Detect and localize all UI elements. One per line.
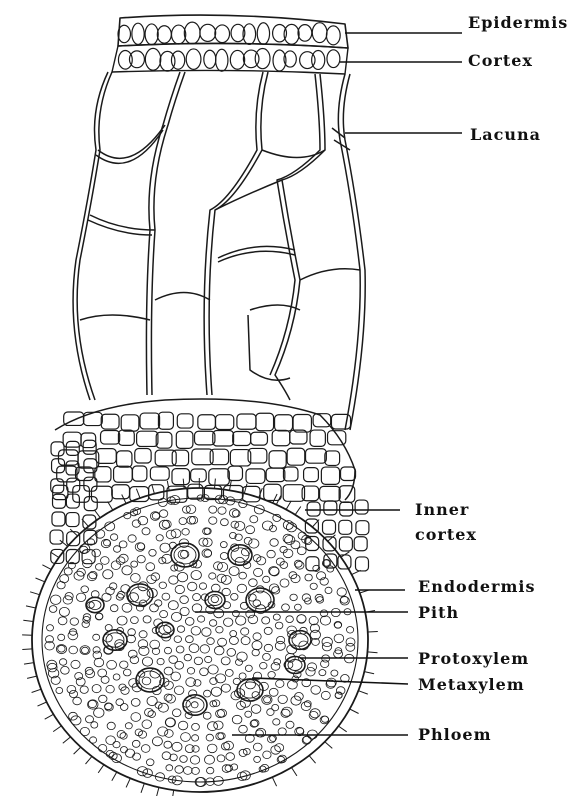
pith-label: Pith	[418, 603, 459, 622]
tissue-illustration	[22, 15, 378, 796]
stele	[22, 478, 378, 796]
inner-cortex-label-line1: Inner	[415, 500, 469, 519]
label-leaders	[195, 33, 462, 735]
inner-cortex-label-line2: cortex	[415, 525, 477, 544]
lacuna-network	[73, 72, 365, 430]
metaxylem-label: Metaxylem	[418, 675, 525, 694]
inner-cortex-band	[50, 399, 369, 571]
epidermis-layer	[112, 15, 348, 74]
epidermis-label: Epidermis	[468, 13, 568, 32]
lacuna-label: Lacuna	[470, 125, 541, 144]
labels: Epidermis Cortex Lacuna Inner cortex End…	[415, 13, 568, 744]
phloem-label: Phloem	[418, 725, 492, 744]
cortex-label: Cortex	[468, 51, 533, 70]
endodermis-label: Endodermis	[418, 577, 536, 596]
protoxylem-label: Protoxylem	[418, 649, 529, 668]
